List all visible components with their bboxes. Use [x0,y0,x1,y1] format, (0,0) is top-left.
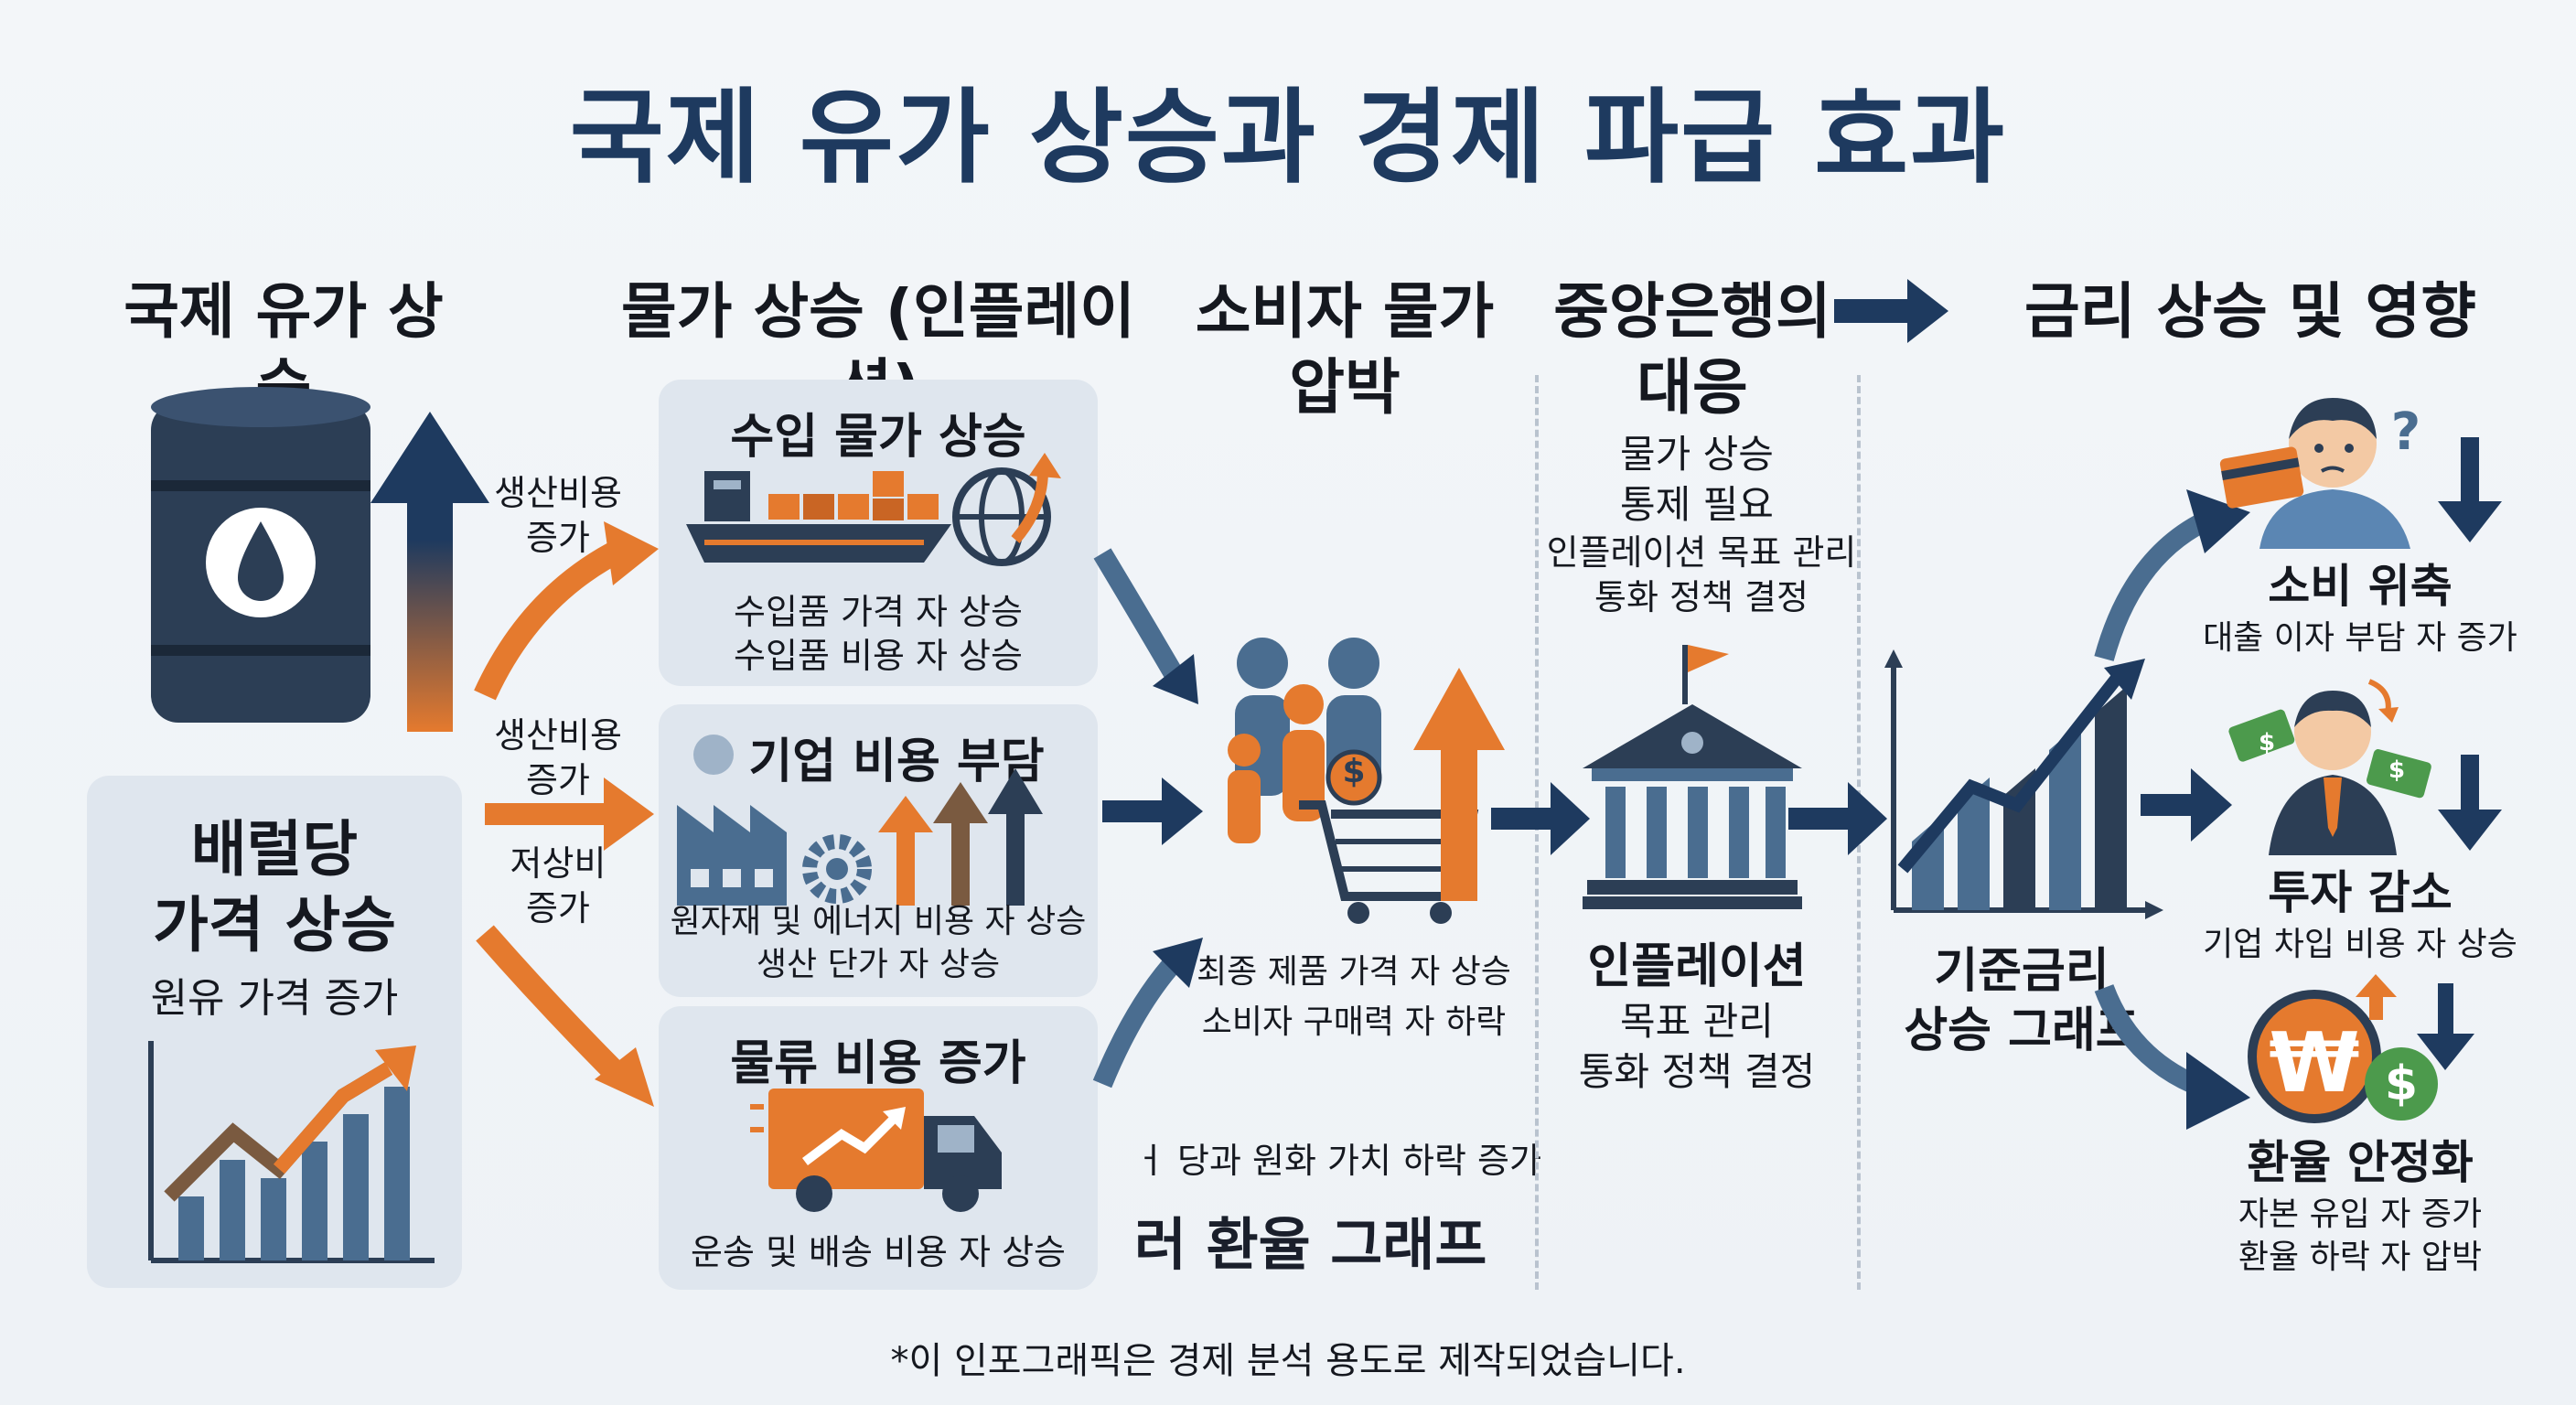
oil-barrel-icon [151,387,370,723]
oil-to-inflation-arrows [474,521,659,1107]
import-price-panel: 수입 물가 상승 수입품 가격 자 상승 수입품 비용 자 상승 [659,380,1098,686]
central-bank-need: 물가 상승 통제 필요 [1620,432,1774,527]
question-mark-text: ? [2390,402,2421,462]
import-price-line1: 수입품 가격 자 상승 [734,592,1023,632]
rate-rise-bar-chart-icon [1884,649,2163,919]
consumption-title: 소비 위축 [2268,560,2453,613]
logistics-cost-title: 물류 비용 증가 [730,1036,1026,1091]
smoke-icon [693,735,734,775]
cargo-ship-icon [686,453,1061,566]
arrow-label-1: 생산비용 증가 [494,473,622,559]
fx-stabilize-title: 환율 안정화 [2247,1136,2474,1189]
cart-coin-dollar-text: $ [1342,753,1366,790]
money-right-dollar-text: $ [2388,756,2406,784]
arrow-label-2: 생산비용 증가 [494,715,622,801]
import-price-line2: 수입품 비용 자 상승 [734,636,1023,676]
central-bank-inflation-title: 인플레이션 [1587,939,1807,994]
barrel-price-panel: 배럴당 가격 상승 원유 가격 증가 [87,776,462,1288]
logistics-cost-line1: 운송 및 배송 비용 자 상승 [691,1232,1066,1272]
barrel-price-title: 배럴당 가격 상승 [153,814,396,960]
header-consumer-pressure: 소비자 물가 압박 [1195,276,1495,423]
fx-text: ㅓ 당과 원화 가치 하락 증가 [1134,1141,1541,1181]
consumer-line1: 최종 제품 가격 자 상승 [1197,953,1511,991]
divider-left [1535,375,1539,1290]
arrow-label-3: 저상비 증가 [510,843,606,929]
consumer-line2: 소비자 구매력 자 하락 [1201,1003,1507,1041]
fx-stabilize-sub: 자본 유입 자 증가 환율 하락 자 압박 [2238,1196,2483,1276]
money-left-dollar-text: $ [2258,729,2276,756]
corporate-cost-line1: 원자재 및 에너지 비용 자 상승 [670,903,1087,940]
won-dollar-coins-icon [2248,974,2438,1123]
inflation-to-consumer-arrows [1092,548,1203,1089]
consumption-down-arrow-icon [2438,437,2502,542]
consumer-to-bank-arrow [1491,782,1590,855]
businessman-money-icon [2228,679,2431,855]
family-shopping-cart-icon [1228,638,1479,924]
central-bank-inflation-sub: 목표 관리 통화 정책 결정 [1578,999,1816,1094]
footer-note: *이 인포그래픽은 경제 분석 용도로 제작되었습니다. [890,1340,1686,1382]
dollar-coin-text: $ [2384,1056,2419,1111]
investment-title: 투자 감소 [2268,866,2453,919]
rate-to-effects-arrows [2094,489,2250,1130]
investment-sub: 기업 차입 비용 자 상승 [2203,926,2517,963]
investment-down-arrow-icon [2438,755,2502,851]
corporate-cost-line2: 생산 단가 자 상승 [756,946,1001,983]
corporate-cost-title: 기업 비용 부담 [748,735,1045,789]
header-arrow-icon [1834,279,1948,343]
bank-to-rate-arrow [1788,782,1887,855]
header-oil-rise: 국제 유가 상승 [123,276,444,423]
worried-person-card-icon [2219,398,2410,549]
header-central-bank: 중앙은행의 대응 [1553,276,1831,423]
import-price-title: 수입 물가 상승 [730,410,1026,465]
fx-down-arrow-icon [2417,983,2474,1070]
central-bank-building-icon [1583,645,1802,909]
header-rate-rise: 금리 상승 및 영향 [2024,276,2476,347]
price-up-arrow-icon [370,412,489,732]
delivery-truck-icon [750,1089,1002,1212]
fx-graph-title: 러 환율 그래프 [1134,1211,1487,1278]
logistics-cost-panel: 물류 비용 증가 운송 및 배송 비용 자 상승 [659,1006,1098,1290]
won-coin-text: ₩ [2269,1015,2360,1111]
page-title: 국제 유가 상승과 경제 파급 효과 [569,79,2007,198]
factory-gear-icon [677,768,1043,906]
barrel-price-sub: 원유 가격 증가 [150,975,399,1022]
rising-bar-chart-icon [148,1041,435,1263]
consumption-sub: 대출 이자 부담 자 증가 [2203,619,2517,657]
consumer-price-up-arrow-icon [1413,668,1505,901]
central-bank-policy: 인플레이션 목표 관리 통화 정책 결정 [1546,532,1857,618]
